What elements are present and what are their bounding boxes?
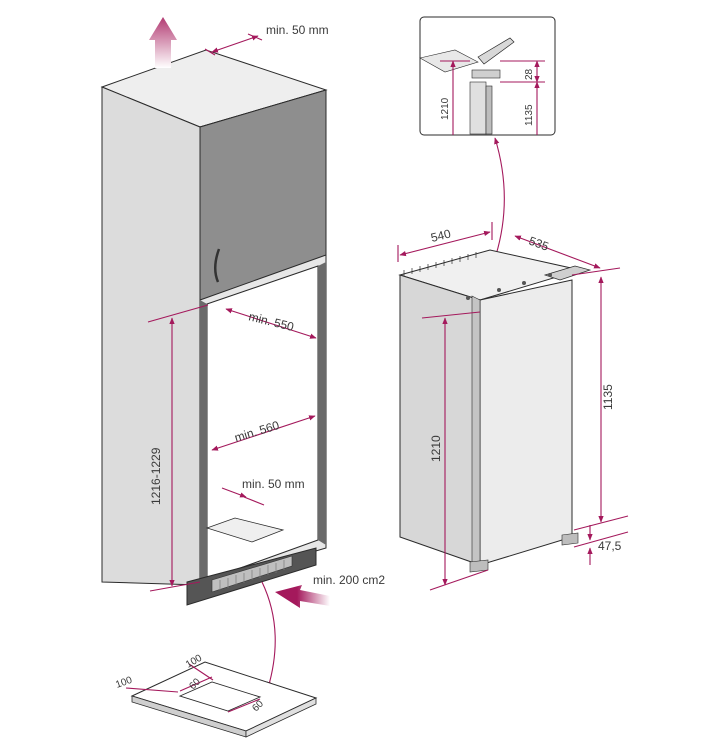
plinth-vent-area-label: min. 200 cm2: [313, 573, 385, 587]
appliance-foot-height-label: 47,5: [598, 539, 622, 553]
appliance-door-edge: [471, 295, 481, 566]
door-handle: [214, 248, 221, 283]
grille-slab-side: [245, 697, 317, 738]
appliance-depth-label: 535: [527, 234, 551, 254]
arrow-up-icon: [149, 17, 177, 68]
plinth-vent-slots: [219, 560, 285, 590]
appliance-body-height-label: 1135: [601, 384, 615, 410]
detail-body: [469, 81, 487, 135]
appliance-total-height-label: 1210: [429, 435, 443, 462]
appliance: [398, 249, 592, 573]
appliance-dimensions: 540 535 1135 1210 47,5: [397, 222, 629, 591]
appliance-top-hinge: [543, 265, 592, 281]
grille-opening: [178, 681, 262, 712]
detail-body-height-label: 1135: [524, 104, 535, 126]
arrow-right-icon: [275, 585, 330, 608]
appliance-top-screws: [466, 273, 552, 300]
rear-gap-label: min. 50 mm: [242, 477, 305, 491]
detail-hinge: [477, 37, 515, 65]
cabinet-left-side: [101, 86, 201, 586]
hinge-detail: 1210 28 1135: [419, 16, 556, 136]
appliance-width-label: 540: [429, 226, 452, 245]
niche-frame-right: [318, 262, 326, 545]
top-vent-gap-label: min. 50 mm: [266, 23, 329, 37]
appliance-foot-front: [469, 559, 489, 573]
niche-floor-cutout: [205, 517, 285, 543]
niche-frame-left: [200, 300, 207, 585]
appliance-foot-back: [561, 532, 579, 546]
vent-grille-detail: 100 100 60 60: [114, 653, 318, 738]
detail-bracket: [471, 69, 501, 79]
detail-gap-label: 28: [524, 68, 535, 80]
detail-door: [485, 85, 493, 135]
niche-height-label: 1216-1229: [149, 447, 163, 505]
upper-door: [199, 89, 327, 301]
appliance-left-side: [399, 274, 481, 566]
appliance-door: [479, 279, 573, 566]
detail-total-height-label: 1210: [440, 97, 451, 120]
